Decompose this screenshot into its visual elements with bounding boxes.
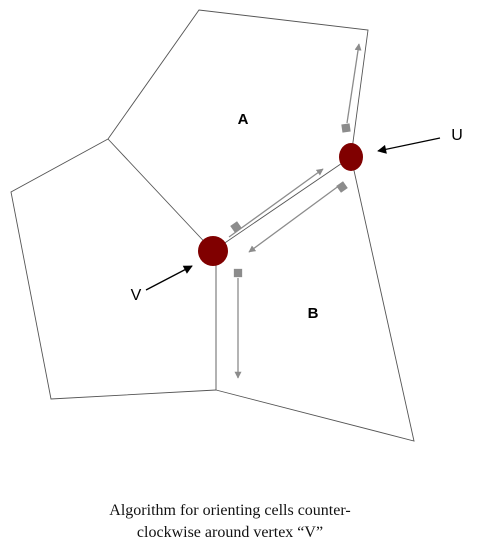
edge-v-to-u xyxy=(212,156,352,252)
arrow-tail-square xyxy=(233,268,243,278)
arrow-tail-square xyxy=(341,123,351,133)
caption-line-1: Algorithm for orienting cells counter- xyxy=(109,502,351,519)
figure-caption: Algorithm for orienting cells counter- c… xyxy=(0,500,460,544)
pointer-to-u xyxy=(377,137,441,154)
cell-edges xyxy=(10,9,415,442)
cell-b-label: B xyxy=(308,305,319,322)
vertex-u xyxy=(339,143,363,171)
vertex-v-label: V xyxy=(131,287,142,304)
edge-left-cell xyxy=(10,138,217,400)
arrow-u-to-v xyxy=(248,184,341,253)
edge-v-to-left-junction xyxy=(107,138,214,252)
pointer-to-v xyxy=(145,265,193,291)
edge-top-cell xyxy=(107,9,369,158)
arrow-tail-square xyxy=(230,221,242,233)
orientation-arrows xyxy=(228,43,362,379)
pointer-arrows xyxy=(145,137,441,291)
edge-right-cell xyxy=(215,156,415,442)
arrow-v-to-u xyxy=(228,168,324,238)
vertex-v xyxy=(198,236,228,266)
arrow-tail-square xyxy=(336,181,348,193)
caption-line-2: clockwise around vertex “V” xyxy=(136,524,324,541)
cell-a-label: A xyxy=(238,111,249,128)
arrow-u-upward xyxy=(346,43,362,124)
vertex-u-label: U xyxy=(451,127,463,144)
